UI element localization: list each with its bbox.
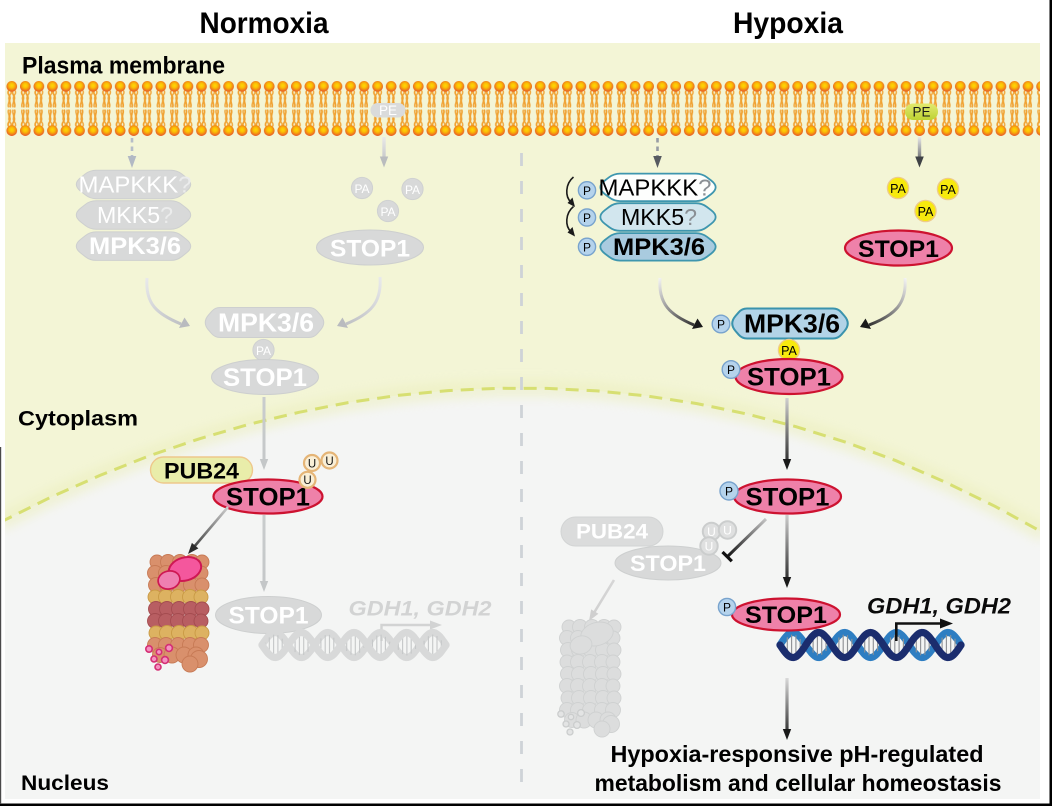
svg-text:PA: PA	[890, 182, 906, 196]
svg-text:PA: PA	[256, 344, 271, 358]
svg-text:metabolism and cellular homeos: metabolism and cellular homeostasis	[595, 770, 1002, 796]
svg-text:PUB24: PUB24	[164, 459, 239, 484]
svg-text:STOP1: STOP1	[330, 235, 410, 262]
svg-text:STOP1: STOP1	[630, 551, 706, 576]
svg-text:STOP1: STOP1	[747, 364, 831, 392]
svg-text:MPK3/6: MPK3/6	[744, 311, 840, 339]
svg-text:STOP1: STOP1	[745, 602, 827, 629]
svg-text:PA: PA	[405, 183, 420, 197]
svg-text:STOP1: STOP1	[229, 603, 309, 630]
svg-text:P: P	[583, 211, 591, 225]
svg-text:P: P	[727, 363, 735, 377]
svg-text:Plasma membrane: Plasma membrane	[22, 53, 225, 80]
svg-text:PA: PA	[781, 344, 797, 358]
svg-text:U: U	[325, 456, 333, 468]
svg-text:MPK3/6: MPK3/6	[613, 234, 705, 261]
svg-text:PUB24: PUB24	[576, 521, 648, 544]
svg-text:MKK5?: MKK5?	[621, 204, 697, 230]
svg-text:U: U	[303, 475, 311, 487]
svg-text:MAPKKK?: MAPKKK?	[599, 174, 712, 200]
svg-text:MKK5?: MKK5?	[97, 202, 173, 228]
svg-text:STOP1: STOP1	[858, 236, 939, 263]
svg-text:P: P	[725, 485, 733, 499]
svg-text:P: P	[723, 601, 731, 615]
svg-text:GDH1, GDH2: GDH1, GDH2	[867, 594, 1012, 619]
svg-text:MPK3/6: MPK3/6	[218, 310, 314, 338]
svg-text:PA: PA	[380, 205, 395, 219]
svg-text:Hypoxia: Hypoxia	[733, 7, 843, 40]
svg-text:PE: PE	[379, 103, 397, 118]
svg-text:P: P	[583, 240, 591, 254]
svg-text:STOP1: STOP1	[223, 364, 307, 392]
svg-text:STOP1: STOP1	[746, 484, 830, 512]
svg-text:PA: PA	[940, 183, 956, 197]
svg-text:U: U	[308, 458, 316, 470]
svg-text:U: U	[723, 524, 732, 538]
svg-text:MAPKKK?: MAPKKK?	[79, 171, 192, 197]
svg-text:Nucleus: Nucleus	[21, 771, 109, 795]
svg-text:Hypoxia-responsive pH-regulate: Hypoxia-responsive pH-regulated	[611, 741, 984, 767]
svg-text:U: U	[705, 540, 714, 554]
svg-text:MPK3/6: MPK3/6	[89, 233, 181, 260]
svg-text:STOP1: STOP1	[226, 484, 310, 512]
svg-text:Cytoplasm: Cytoplasm	[18, 407, 138, 431]
svg-text:GDH1, GDH2: GDH1, GDH2	[349, 597, 492, 621]
svg-text:PA: PA	[918, 205, 934, 219]
svg-text:PE: PE	[912, 105, 930, 120]
svg-text:Normoxia: Normoxia	[200, 7, 329, 40]
svg-text:P: P	[583, 184, 591, 198]
svg-text:PA: PA	[354, 182, 369, 196]
svg-text:P: P	[717, 318, 725, 332]
